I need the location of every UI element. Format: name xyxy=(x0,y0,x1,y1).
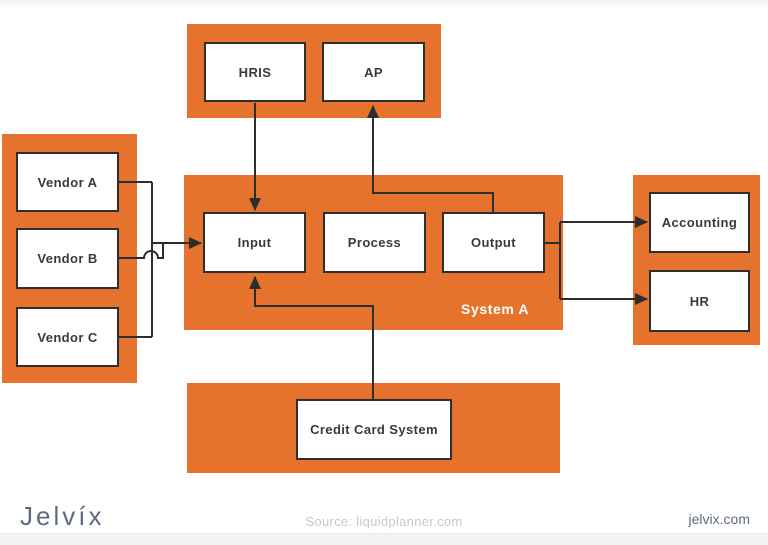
node-vendor-c: Vendor C xyxy=(16,307,119,367)
node-hris: HRIS xyxy=(204,42,306,102)
node-output: Output xyxy=(442,212,545,273)
node-ap: AP xyxy=(322,42,425,102)
node-accounting: Accounting xyxy=(649,192,750,253)
node-input: Input xyxy=(203,212,306,273)
node-vendor-b: Vendor B xyxy=(16,228,119,289)
jelvix-site-link[interactable]: jelvix.com xyxy=(688,511,750,527)
node-vendor-a: Vendor A xyxy=(16,152,119,212)
source-attribution: Source: liquidplanner.com xyxy=(305,514,463,529)
node-credit-card-system: Credit Card System xyxy=(296,399,452,460)
jelvix-logo: Jelvíx xyxy=(20,501,105,531)
node-process: Process xyxy=(323,212,426,273)
system-a-label: System A xyxy=(461,301,530,317)
bottom-strip xyxy=(0,533,768,545)
top-edge-fade xyxy=(0,0,768,7)
node-hr: HR xyxy=(649,270,750,332)
